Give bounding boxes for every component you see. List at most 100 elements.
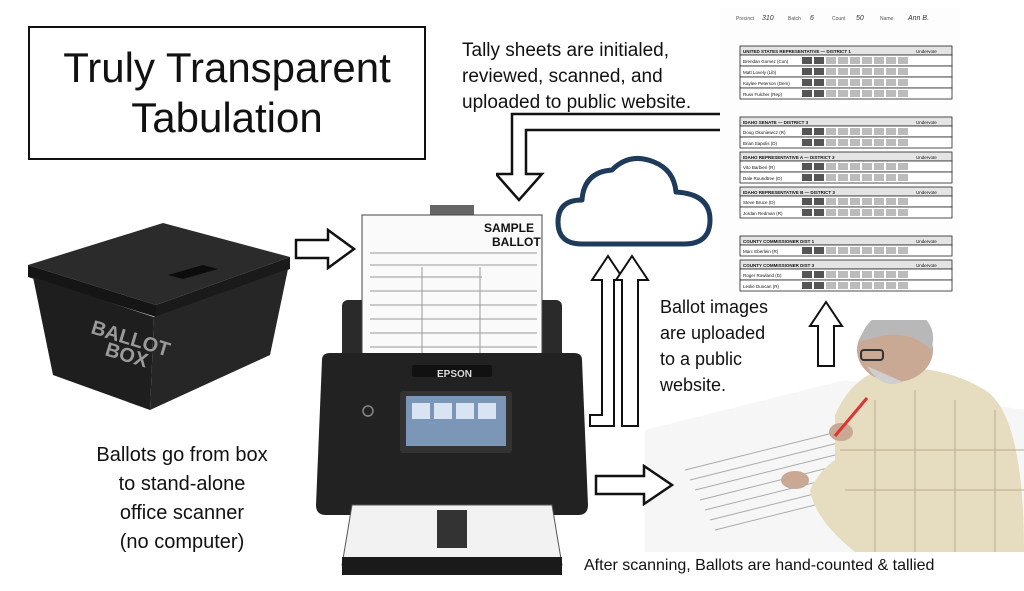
- tally-mark-box: [802, 282, 812, 289]
- tally-mark-box: [874, 68, 884, 75]
- tally-undervote-label: Undervote: [916, 155, 937, 160]
- tally-mark-box: [814, 68, 824, 75]
- tally-mark-box: [802, 198, 812, 205]
- ballots-flow-line: (no computer): [119, 531, 245, 553]
- tally-mark-box: [802, 90, 812, 97]
- ballot-images-caption-line: to a public: [660, 349, 743, 369]
- shirt-pattern: [840, 390, 1024, 552]
- tally-undervote-label: Undervote: [916, 239, 937, 244]
- tally-mark-box: [826, 90, 836, 97]
- tally-mark-box: [862, 128, 872, 135]
- tally-mark-box: [874, 174, 884, 181]
- tally-mark-box: [814, 209, 824, 216]
- arrow-down-elbow-icon: [496, 112, 724, 202]
- tally-mark-box: [898, 163, 908, 170]
- tally-mark-box: [838, 174, 848, 181]
- tally-mark-box: [838, 139, 848, 146]
- tally-mark-box: [898, 174, 908, 181]
- tally-mark-box: [850, 174, 860, 181]
- arrow-up-icon: [808, 300, 844, 367]
- tally-section-title: COUNTY COMMISSIONER DIST 3: [743, 263, 815, 268]
- tally-header-field: Ann B.: [907, 15, 929, 22]
- paper-stop: [437, 510, 467, 548]
- ballot-box-side: [150, 269, 288, 410]
- tally-mark-box: [850, 90, 860, 97]
- tally-mark-box: [886, 198, 896, 205]
- hand-count-caption: After scanning, Ballots are hand-counted…: [584, 557, 935, 574]
- tally-undervote-label: Undervote: [916, 263, 937, 268]
- pen-icon: [833, 397, 869, 437]
- lid-edge-right: [156, 257, 290, 317]
- arrow-right-icon: [594, 464, 675, 506]
- tally-mark-box: [886, 139, 896, 146]
- scanner-illustration: SAMPLE BALLOT EPSON: [316, 205, 588, 575]
- screen-tile-4: [478, 403, 496, 419]
- tally-candidate: Kaylee Peterson (Dem): [743, 81, 790, 86]
- tally-mark-box: [838, 163, 848, 170]
- scanner-top-bar: [412, 365, 492, 377]
- ballot-images-caption-line: are uploaded: [660, 323, 766, 343]
- tally-mark-box: [898, 57, 908, 64]
- tally-candidate: Marc Eberlein (R): [743, 249, 779, 254]
- tally-mark-box: [886, 79, 896, 86]
- tally-mark-box: [826, 163, 836, 170]
- beard: [867, 366, 903, 384]
- tally-mark-box: [814, 90, 824, 97]
- tally-mark-box: [802, 128, 812, 135]
- ballot-slot: [168, 265, 218, 279]
- tally-mark-box: [802, 139, 812, 146]
- tally-mark-box: [850, 57, 860, 64]
- tally-mark-box: [874, 163, 884, 170]
- tally-mark-box: [826, 198, 836, 205]
- tally-mark-box: [838, 57, 848, 64]
- tally-mark-box: [850, 271, 860, 278]
- tally-mark-box: [886, 90, 896, 97]
- tally-candidate: Dale Roundtree (D): [743, 176, 783, 181]
- tally-mark-box: [814, 247, 824, 254]
- tally-sections: UNITED STATES REPRESENTATIVE — DISTRICT …: [739, 45, 953, 292]
- tally-mark-box: [838, 271, 848, 278]
- tally-mark-box: [826, 68, 836, 75]
- tally-mark-box: [862, 68, 872, 75]
- power-icon: [362, 405, 374, 417]
- tally-mark-box: [850, 198, 860, 205]
- tally-mark-box: [886, 68, 896, 75]
- tally-mark-box: [874, 282, 884, 289]
- tally-caption-line: uploaded to public website.: [462, 92, 692, 113]
- tally-mark-box: [814, 282, 824, 289]
- tally-mark-box: [826, 209, 836, 216]
- tally-mark-box: [898, 247, 908, 254]
- tally-candidate: Steve Bruce (D): [743, 200, 776, 205]
- ballot-box-front: [33, 277, 154, 410]
- tally-mark-box: [862, 139, 872, 146]
- tally-mark-box: [898, 209, 908, 216]
- tally-mark-box: [802, 57, 812, 64]
- tally-mark-box: [826, 139, 836, 146]
- tally-candidate: Doug Okuniewicz (R): [743, 130, 786, 135]
- tally-mark-box: [802, 209, 812, 216]
- tally-mark-box: [862, 90, 872, 97]
- arrow-right-icon: [294, 228, 356, 270]
- tally-mark-box: [862, 247, 872, 254]
- tally-mark-box: [898, 68, 908, 75]
- tally-mark-box: [826, 271, 836, 278]
- tally-mark-box: [802, 174, 812, 181]
- tally-mark-box: [886, 282, 896, 289]
- output-tray-front: [342, 557, 562, 575]
- tally-header-field: 310: [762, 15, 774, 22]
- tally-candidate: Vito Barbieri (R): [743, 165, 775, 170]
- ballot-box-lid: [28, 223, 290, 305]
- sample-ballot-label-1: SAMPLE: [484, 221, 534, 235]
- tally-mark-box: [802, 79, 812, 86]
- tally-mark-box: [814, 271, 824, 278]
- tally-mark-box: [838, 209, 848, 216]
- person-hand-left: [781, 471, 809, 489]
- tally-mark-box: [874, 57, 884, 64]
- tally-mark-box: [850, 79, 860, 86]
- tally-mark-box: [814, 198, 824, 205]
- tally-section-title: IDAHO REPRESENTATIVE B — DISTRICT 3: [743, 190, 835, 195]
- tally-candidate: Brian Sapolis (D): [743, 141, 778, 146]
- title-line-1: Truly Transparent: [63, 44, 391, 91]
- tally-mark-box: [838, 282, 848, 289]
